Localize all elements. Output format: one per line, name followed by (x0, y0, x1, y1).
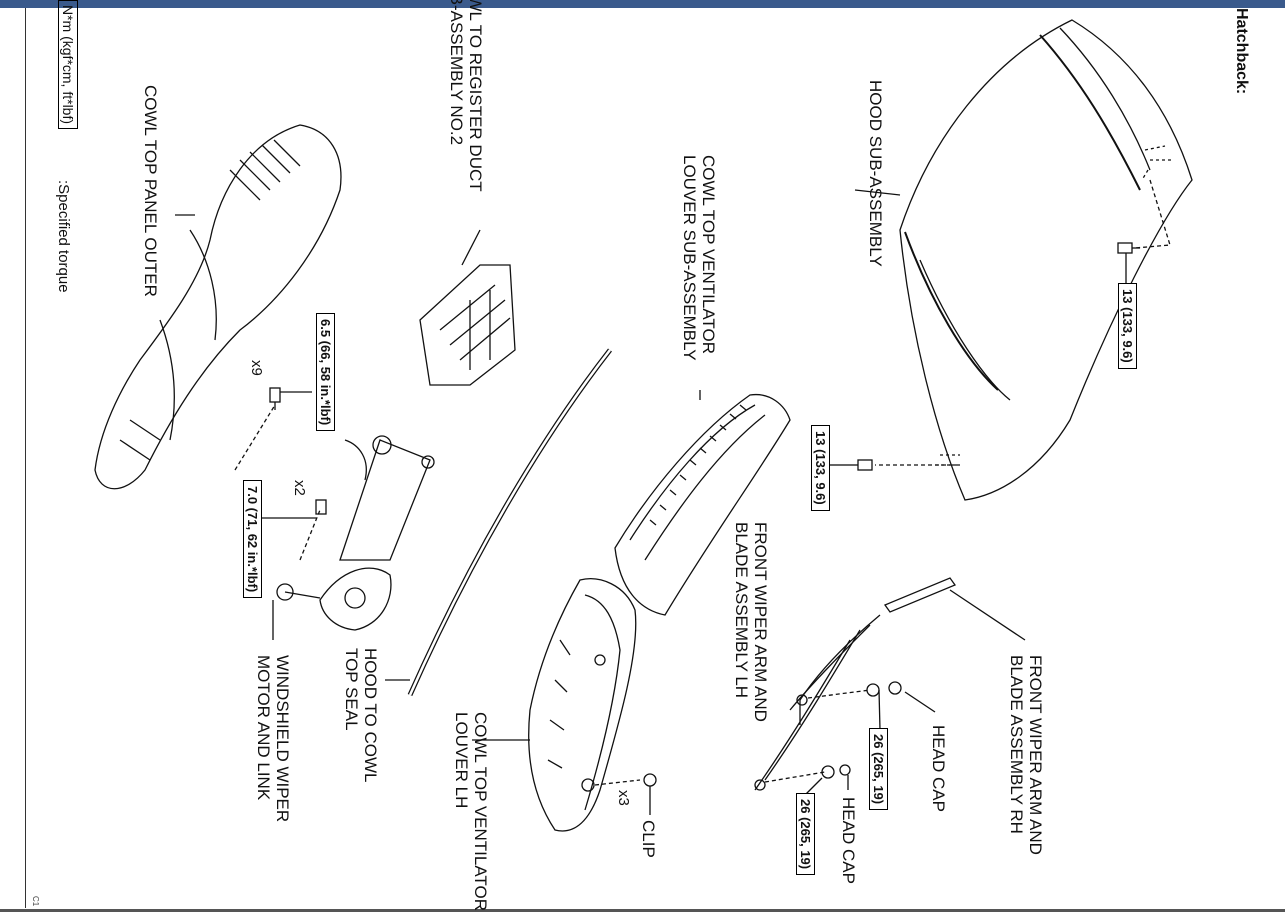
clip-drawing (643, 773, 657, 815)
legend-torque-unit: N*m (kgf*cm, ft*lbf) (58, 0, 78, 130)
hood-sub-assembly-drawing (854, 19, 1193, 501)
page-title: Hatchback: (1233, 8, 1250, 95)
torque-wiper-nut-rh: 26 (265, 19) (869, 728, 888, 811)
front-wiper-rh-drawing (789, 577, 1026, 711)
head-cap-rh-drawing (888, 681, 936, 713)
legend-specified-torque: :Specified torque (55, 180, 72, 293)
label-hood-to-cowl-top-seal: HOOD TO COWL TOP SEAL (342, 648, 380, 783)
figure-code: C1 (31, 896, 40, 907)
label-cowl-top-ventilator-louver-sub: COWL TOP VENTILATOR LOUVER SUB-ASSEMBLY (680, 155, 718, 361)
motor-bolt-drawing (262, 499, 327, 519)
torque-motor-bolt: 7.0 (71, 62 in.*lbf) (243, 480, 262, 599)
hood-bolt-1 (1117, 242, 1140, 285)
head-cap-lh-drawing (839, 764, 851, 790)
multiplier-x9: x9 (248, 360, 265, 376)
label-front-wiper-lh: FRONT WIPER ARM AND BLADE ASSEMBLY LH (732, 522, 770, 722)
wiper-nut-lh-drawing (804, 765, 835, 796)
torque-hood-bolt-1: 13 (133, 9.6) (1118, 283, 1137, 369)
label-windshield-wiper-motor: WINDSHIELD WIPER MOTOR AND LINK (254, 655, 292, 823)
page-border-left (25, 8, 26, 908)
label-front-wiper-rh: FRONT WIPER ARM AND BLADE ASSEMBLY RH (1007, 655, 1045, 855)
front-wiper-lh-drawing (754, 629, 861, 791)
label-cowl-to-register-duct: COWL TO REGISTER DUCT SUB-ASSEMBLY NO.2 (447, 0, 485, 192)
label-cowl-top-panel-outer: COWL TOP PANEL OUTER (141, 85, 160, 297)
multiplier-x2: x2 (291, 480, 308, 496)
multiplier-x3: x3 (615, 790, 632, 806)
page-border-bottom (0, 909, 1285, 912)
cowl-panel-bolt-drawing (269, 387, 312, 410)
cowl-top-panel-outer-drawing (94, 124, 342, 490)
hood-bolt-2 (830, 459, 873, 471)
torque-hood-bolt-2: 13 (133, 9.6) (811, 425, 830, 511)
windshield-wiper-motor-drawing (272, 435, 435, 640)
label-head-cap-rh: HEAD CAP (929, 725, 948, 812)
cowl-top-ventilator-louver-drawing (614, 390, 791, 616)
label-hood-sub-assembly: HOOD SUB-ASSEMBLY (866, 80, 885, 267)
torque-wiper-nut-lh: 26 (265, 19) (796, 793, 815, 876)
cowl-to-register-duct-drawing (419, 229, 516, 386)
wiper-nut-rh-drawing (866, 683, 881, 731)
diagram-page (0, 8, 1285, 911)
hood-to-cowl-top-seal-drawing (385, 348, 612, 697)
label-head-cap-lh: HEAD CAP (839, 797, 858, 884)
cowl-top-ventilator-louver-lh-drawing (472, 578, 641, 832)
label-clip: CLIP (639, 820, 658, 858)
torque-cowl-panel-bolt: 6.5 (66, 58 in.*lbf) (316, 313, 335, 432)
label-cowl-top-ventilator-louver-lh: COWL TOP VENTILATOR LOUVER LH (452, 712, 490, 912)
